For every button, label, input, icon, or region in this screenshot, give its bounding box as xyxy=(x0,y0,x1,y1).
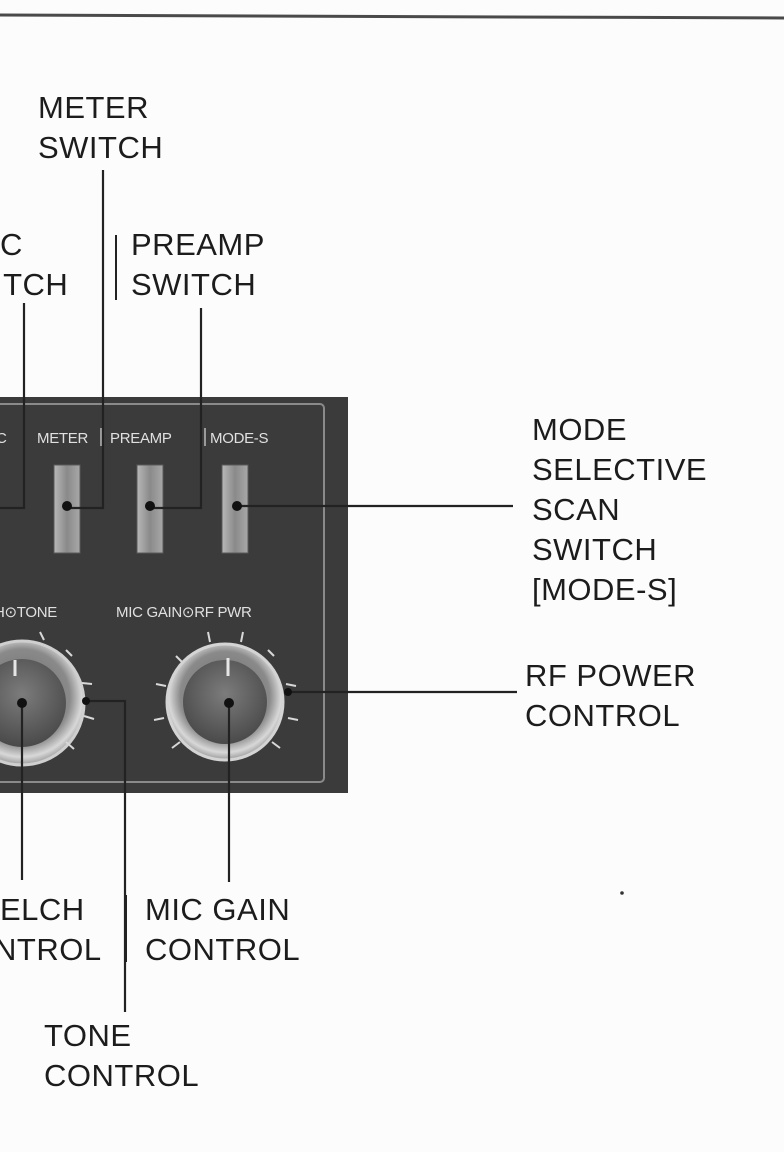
print-speck xyxy=(620,891,624,895)
panel-label-squelch-tone: H⊙TONE xyxy=(0,604,57,621)
leader-end-dots xyxy=(17,501,292,708)
callout-agc-switch: C ITCH xyxy=(0,227,68,302)
radio-panel: C METER PREAMP MODE-S H⊙TONE MIC GAIN⊙RF… xyxy=(0,397,348,793)
callout-meter-switch: METER SWITCH xyxy=(38,90,163,165)
panel-label-preamp: PREAMP xyxy=(110,430,172,447)
panel-label-left-partial: C xyxy=(0,430,7,447)
top-rule xyxy=(0,13,784,20)
leader-lines xyxy=(0,170,517,1012)
panel-label-meter: METER xyxy=(37,430,88,447)
callout-mode-s-switch: MODE SELECTIVE SCAN SWITCH [MODE-S] xyxy=(532,412,716,607)
leader-preamp xyxy=(150,308,203,510)
panel-label-mode-s: MODE-S xyxy=(210,430,268,447)
leader-meter xyxy=(67,170,105,510)
panel-label-micgain-rfpwr: MIC GAIN⊙RF PWR xyxy=(116,604,252,621)
callout-mic-gain-control: MIC GAIN CONTROL xyxy=(145,892,300,967)
callout-preamp-switch: PREAMP SWITCH xyxy=(131,227,273,302)
leader-agc xyxy=(0,303,26,510)
callout-rf-power-control: RF POWER CONTROL xyxy=(525,658,705,733)
callout-squelch-control: ELCH NTROL xyxy=(0,892,102,967)
panel-inner-border xyxy=(0,403,325,783)
callout-tone-control: TONE CONTROL xyxy=(44,1018,199,1093)
